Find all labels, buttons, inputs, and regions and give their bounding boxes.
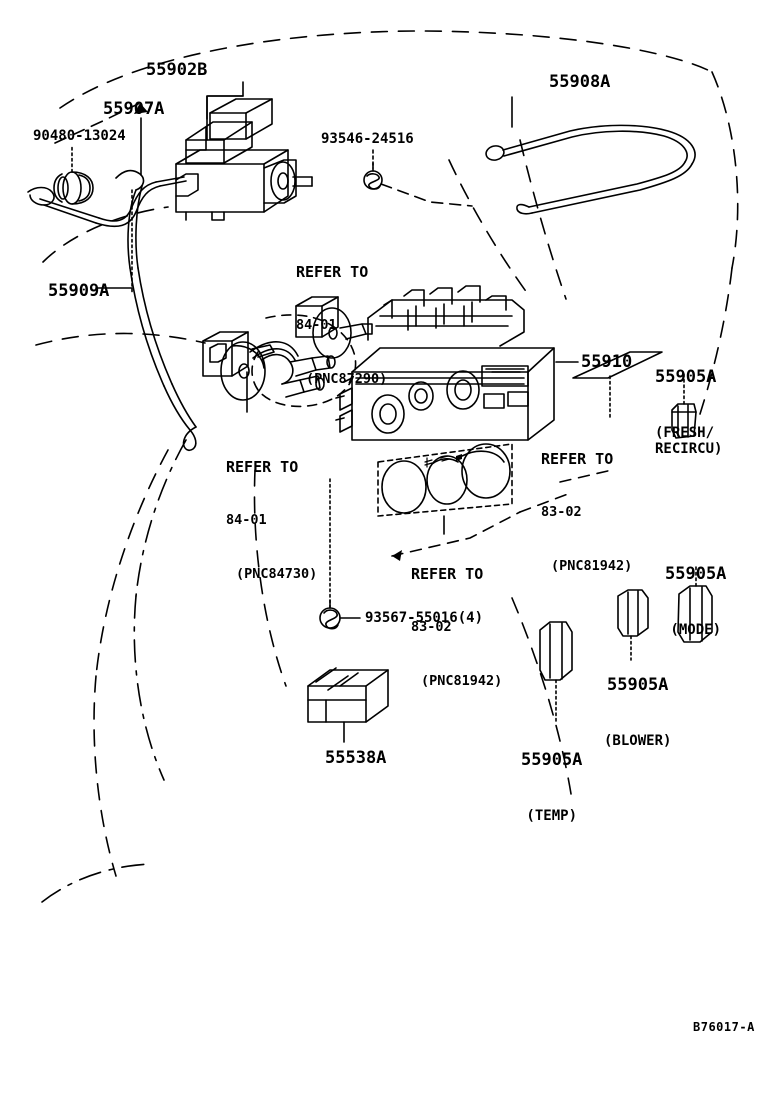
part-number: 55905A [665, 563, 727, 584]
blower-switch-55902b [175, 98, 313, 221]
part-label-55905a-blower: 55905A (BLOWER) [604, 637, 671, 768]
part-label-55905a-mode: 55905A (MODE) [665, 526, 726, 657]
refer-block-81942-right: REFER TO 83-02 (PNC81942) [541, 413, 632, 592]
screw-93567-55016 [319, 599, 361, 630]
part-label-55538a: 55538A [325, 748, 387, 768]
cable-55908a [485, 124, 696, 215]
part-number: 55905A [521, 749, 583, 770]
refer-line-1: REFER TO [411, 564, 484, 583]
part-qualifier: (TEMP) [526, 807, 577, 824]
knob-fresh-recirculate [671, 403, 697, 439]
part-label-55905a-temp: 55905A (TEMP) [521, 712, 582, 843]
refer-line-1: REFER TO [226, 457, 299, 476]
refer-line-1: REFER TO [541, 449, 614, 468]
part-label-93567-55016: 93567-55016(4) [365, 610, 484, 626]
heater-control-55910 [335, 285, 663, 517]
part-qualifier: (BLOWER) [604, 732, 672, 749]
bezel-block-55538a [307, 667, 389, 723]
refer-line-2: 83-02 [541, 504, 582, 521]
screw-93546-24516 [363, 162, 383, 190]
part-label-55908a: 55908A [549, 72, 611, 92]
part-qualifier: (MODE) [670, 621, 721, 638]
arrow-55902b [134, 103, 148, 114]
cable-55907a [27, 176, 187, 228]
knob-blower [617, 589, 649, 637]
refer-line-3: (PNC84730) [236, 565, 318, 582]
leader-93546-dash [380, 183, 473, 207]
part-label-55910: 55910 [581, 352, 633, 372]
arrow-81942 [392, 550, 402, 561]
refer-line-2: 84-01 [296, 317, 337, 334]
part-label-93546-24516: 93546-24516 [321, 131, 414, 147]
grommet-90480-13024 [53, 171, 94, 205]
leader-81942-dash [391, 469, 613, 557]
refer-line-3: (PNC87290) [306, 370, 388, 387]
leader-55902b-dash [54, 102, 141, 144]
servo-harness [249, 341, 336, 398]
cable-55909a [115, 169, 197, 452]
refer-line-3: (PNC81942) [421, 672, 503, 689]
refer-block-87290: REFER TO 84-01 (PNC87290) [296, 226, 387, 405]
servo-motor-right [295, 296, 373, 359]
part-label-55909a: 55909A [48, 281, 110, 301]
part-qualifier: (FRESH/ RECIRCU) [655, 424, 723, 458]
refer-block-81942-center: REFER TO 83-02 (PNC81942) [411, 528, 502, 707]
part-label-55905a-fresh: 55905A (FRESH/ RECIRCU) [655, 329, 722, 476]
part-number: 55905A [655, 366, 717, 387]
dashboard-outline [35, 30, 739, 877]
refer-line-2: 83-02 [411, 619, 452, 636]
part-label-90480-13024: 90480-13024 [33, 128, 126, 144]
part-label-55907a: 55907A [103, 99, 165, 119]
sheet-code: B76017-A [693, 1020, 755, 1034]
servo-motor-left [202, 331, 275, 401]
knob-temperature [539, 621, 573, 681]
part-number: 55905A [607, 674, 669, 695]
refer-line-3: (PNC81942) [551, 557, 633, 574]
refer-line-1: REFER TO [296, 262, 369, 281]
refer-block-84730: REFER TO 84-01 (PNC84730) [226, 421, 317, 600]
part-label-55902b: 55902B [146, 60, 208, 80]
dashboard-outline-dashdot [41, 439, 187, 903]
refer-line-2: 84-01 [226, 512, 267, 529]
